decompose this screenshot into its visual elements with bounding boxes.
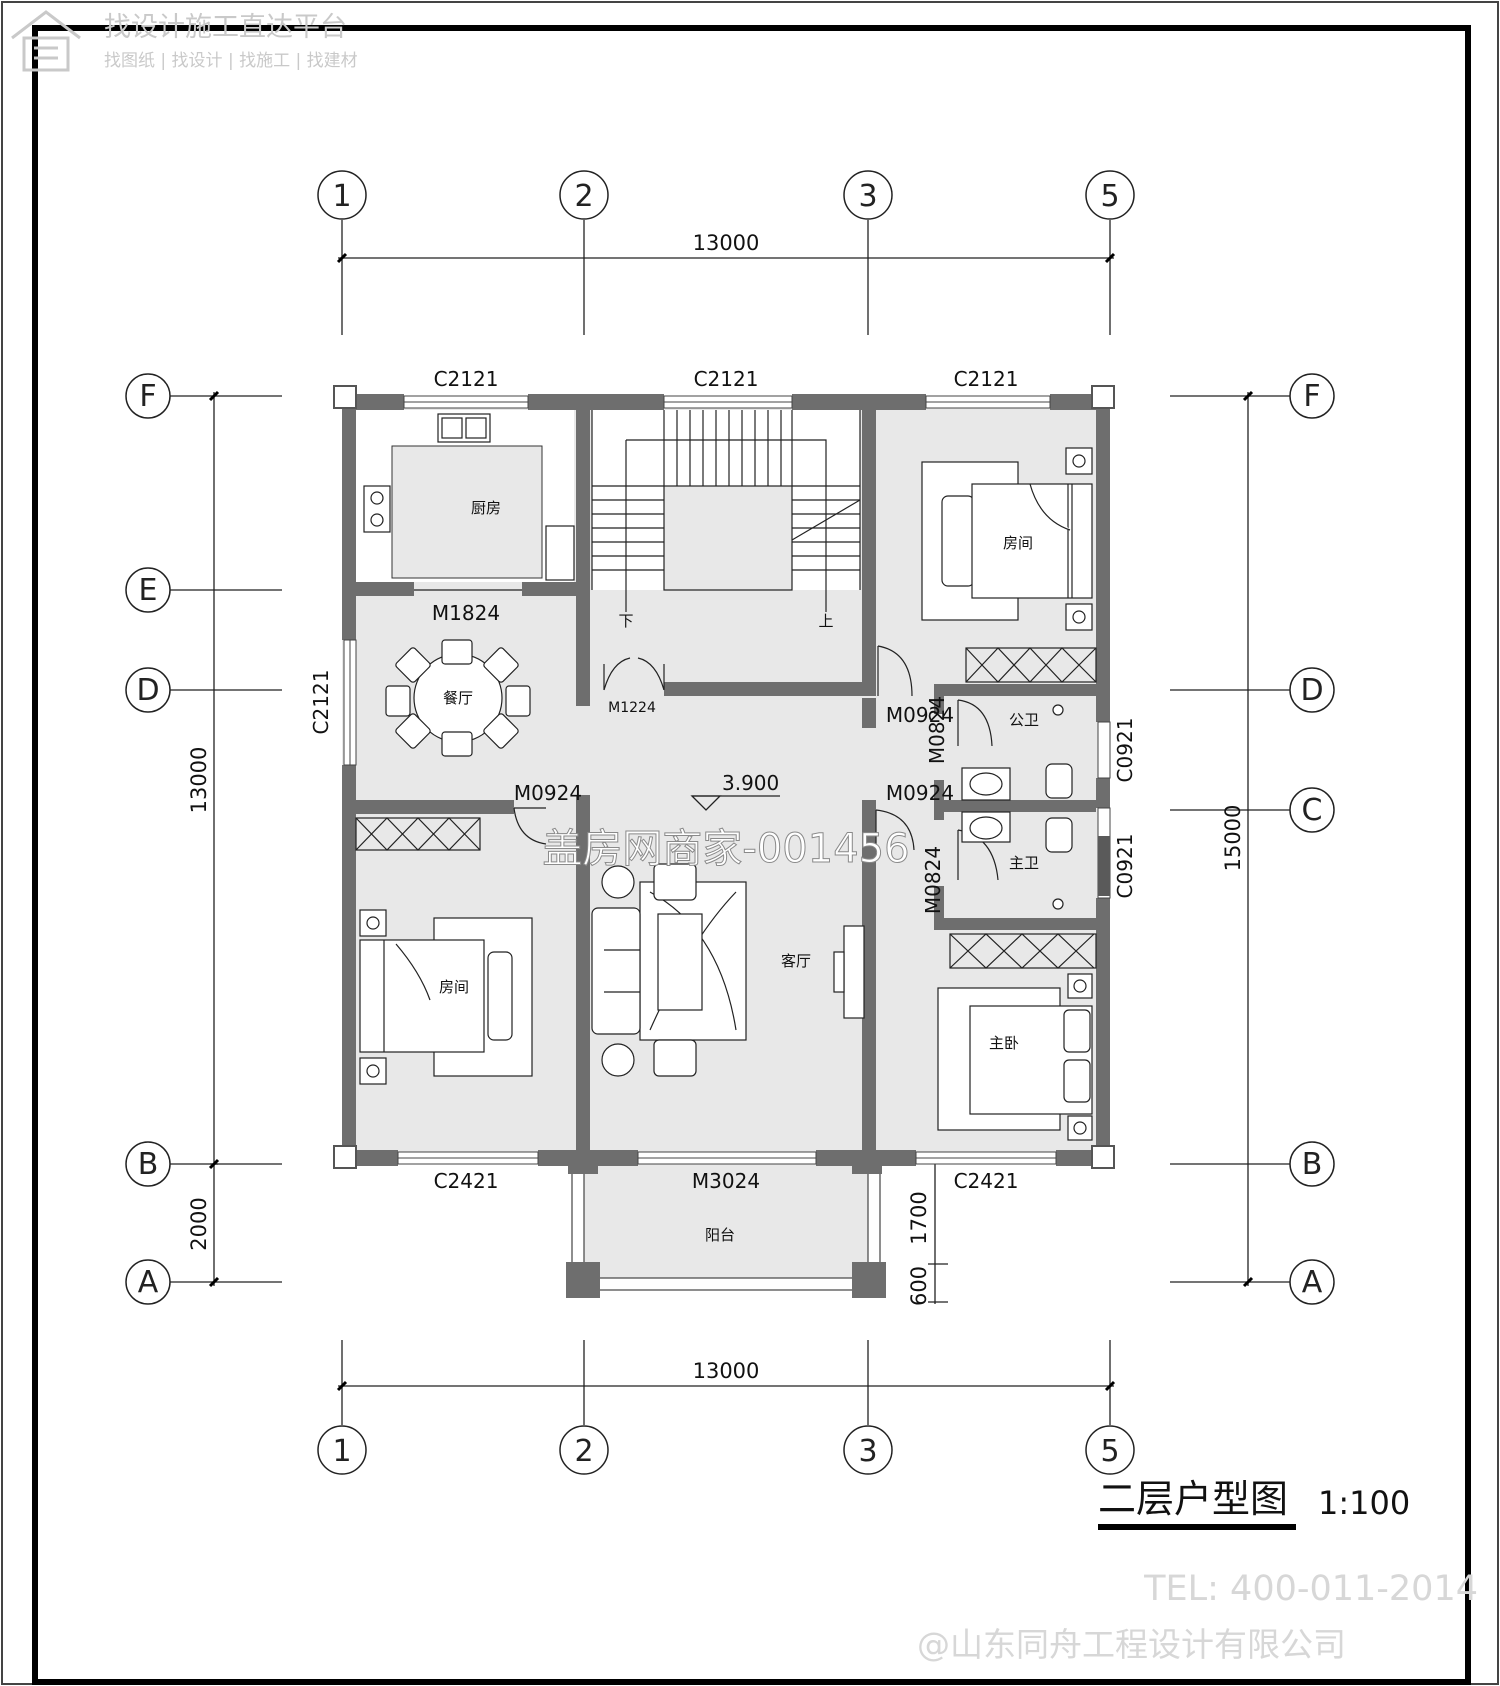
axis-bubbles-top: 1 2 3 5 [317, 170, 1135, 220]
door-label-balcony: M3024 [692, 1169, 760, 1193]
window-dark-east [1098, 836, 1110, 896]
window-label-east-upper: C0921 [1113, 718, 1137, 783]
axis-bubbles-left: F E D B A [125, 373, 171, 1305]
window-label-top-mid: C2121 [694, 367, 759, 391]
axis-right-d: D [1300, 673, 1323, 708]
axis-top-3: 3 [858, 179, 877, 214]
axis-bottom-2: 2 [574, 1434, 593, 1469]
axis-top-5: 5 [1100, 179, 1119, 214]
window-label-east-lower: C0921 [1113, 834, 1137, 899]
ne-bedroom-furniture [921, 447, 1097, 683]
room-dining: 餐厅 [443, 689, 473, 707]
axis-top-1: 1 [332, 179, 351, 214]
axis-right-b: B [1302, 1147, 1323, 1182]
axis-bottom-1: 1 [332, 1434, 351, 1469]
room-living: 客厅 [781, 952, 811, 970]
dimension-ticks [208, 252, 1254, 1392]
watermark-logo [11, 10, 81, 72]
axis-left-f: F [139, 379, 156, 414]
dining-table [385, 639, 531, 757]
axis-bottom-5: 5 [1100, 1434, 1119, 1469]
dim-balcony-rail: 600 [907, 1266, 931, 1306]
drawing-title: 二层户型图 [1098, 1477, 1288, 1521]
axis-right-f: F [1303, 379, 1320, 414]
master-bed-furniture [937, 933, 1097, 1141]
balcony [566, 1150, 886, 1298]
door-label-kitchen: M1824 [432, 601, 500, 625]
axis-left-d: D [136, 673, 159, 708]
dim-left-total: 13000 [187, 747, 211, 814]
door-label-bed-master: M0924 [886, 781, 954, 805]
window-label-west: C2121 [309, 670, 333, 735]
dim-top-total: 13000 [693, 231, 760, 255]
axis-left-a: A [138, 1265, 159, 1300]
door-label-bed-sw: M0924 [514, 781, 582, 805]
axis-grid [170, 220, 1290, 1425]
elevation-marker [690, 795, 780, 811]
door-swings [414, 589, 999, 881]
room-master-bath: 主卫 [1009, 854, 1039, 872]
dim-left-balcony: 2000 [187, 1197, 211, 1250]
window-label-bottom-left: C2421 [434, 1169, 499, 1193]
staircase [591, 410, 861, 612]
dim-balcony-depth: 1700 [907, 1191, 931, 1244]
door-label-dining-stair: M1224 [608, 700, 656, 716]
stair-up-label: 上 [818, 612, 833, 630]
room-bedroom-ne: 房间 [1003, 534, 1033, 552]
room-master-bed: 主卧 [989, 1034, 1019, 1052]
axis-right-a: A [1302, 1265, 1323, 1300]
master-bath-fixtures [961, 811, 1073, 910]
sw-bedroom-furniture [355, 817, 533, 1085]
walls [342, 394, 1110, 1166]
axis-bubbles-right: F D C B A [1289, 373, 1335, 1305]
watermark-services: 找图纸 | 找设计 | 找施工 | 找建材 [104, 51, 358, 71]
contact-tel: TEL: 400-011-2014 [1143, 1569, 1478, 1609]
axis-bottom-3: 3 [858, 1434, 877, 1469]
watermark-code: 盖房网商家-001456 [542, 826, 909, 872]
windows [343, 395, 1111, 1165]
contact-company: @山东同舟工程设计有限公司 [917, 1625, 1346, 1664]
title-underline [1098, 1524, 1296, 1530]
columns [333, 385, 1115, 1169]
axis-top-2: 2 [574, 179, 593, 214]
watermark-platform: 找设计施工直达平台 [104, 12, 347, 43]
room-bedroom-sw: 房间 [439, 978, 469, 996]
room-balcony: 阳台 [705, 1226, 735, 1244]
axis-bubbles-bottom: 1 2 3 5 [317, 1425, 1135, 1475]
window-label-top-right: C2121 [954, 367, 1019, 391]
window-label-top-left: C2121 [434, 367, 499, 391]
room-public-bath: 公卫 [1009, 711, 1039, 729]
room-kitchen: 厨房 [471, 499, 501, 517]
drawing-scale: 1:100 [1318, 1484, 1410, 1522]
kitchen-floor [391, 445, 543, 579]
kitchen-fixtures [363, 413, 575, 581]
elevation-label: 3.900 [722, 771, 779, 795]
stair-down-label: 下 [618, 612, 633, 630]
dim-right-total: 15000 [1221, 805, 1245, 872]
door-label-bath-public: M0824 [925, 696, 949, 764]
balcony-floor [584, 1164, 868, 1282]
door-label-bed-ne: M0924 [886, 703, 954, 727]
dim-bottom-total: 13000 [693, 1359, 760, 1383]
public-bath-fixtures [961, 704, 1073, 801]
door-label-bath-master: M0824 [921, 846, 945, 914]
living-furniture [591, 863, 865, 1077]
axis-left-b: B [138, 1147, 159, 1182]
axis-right-c: C [1302, 793, 1323, 828]
window-label-bottom-right: C2421 [954, 1169, 1019, 1193]
drawing-frame [32, 25, 1471, 1685]
axis-left-e: E [139, 573, 158, 608]
